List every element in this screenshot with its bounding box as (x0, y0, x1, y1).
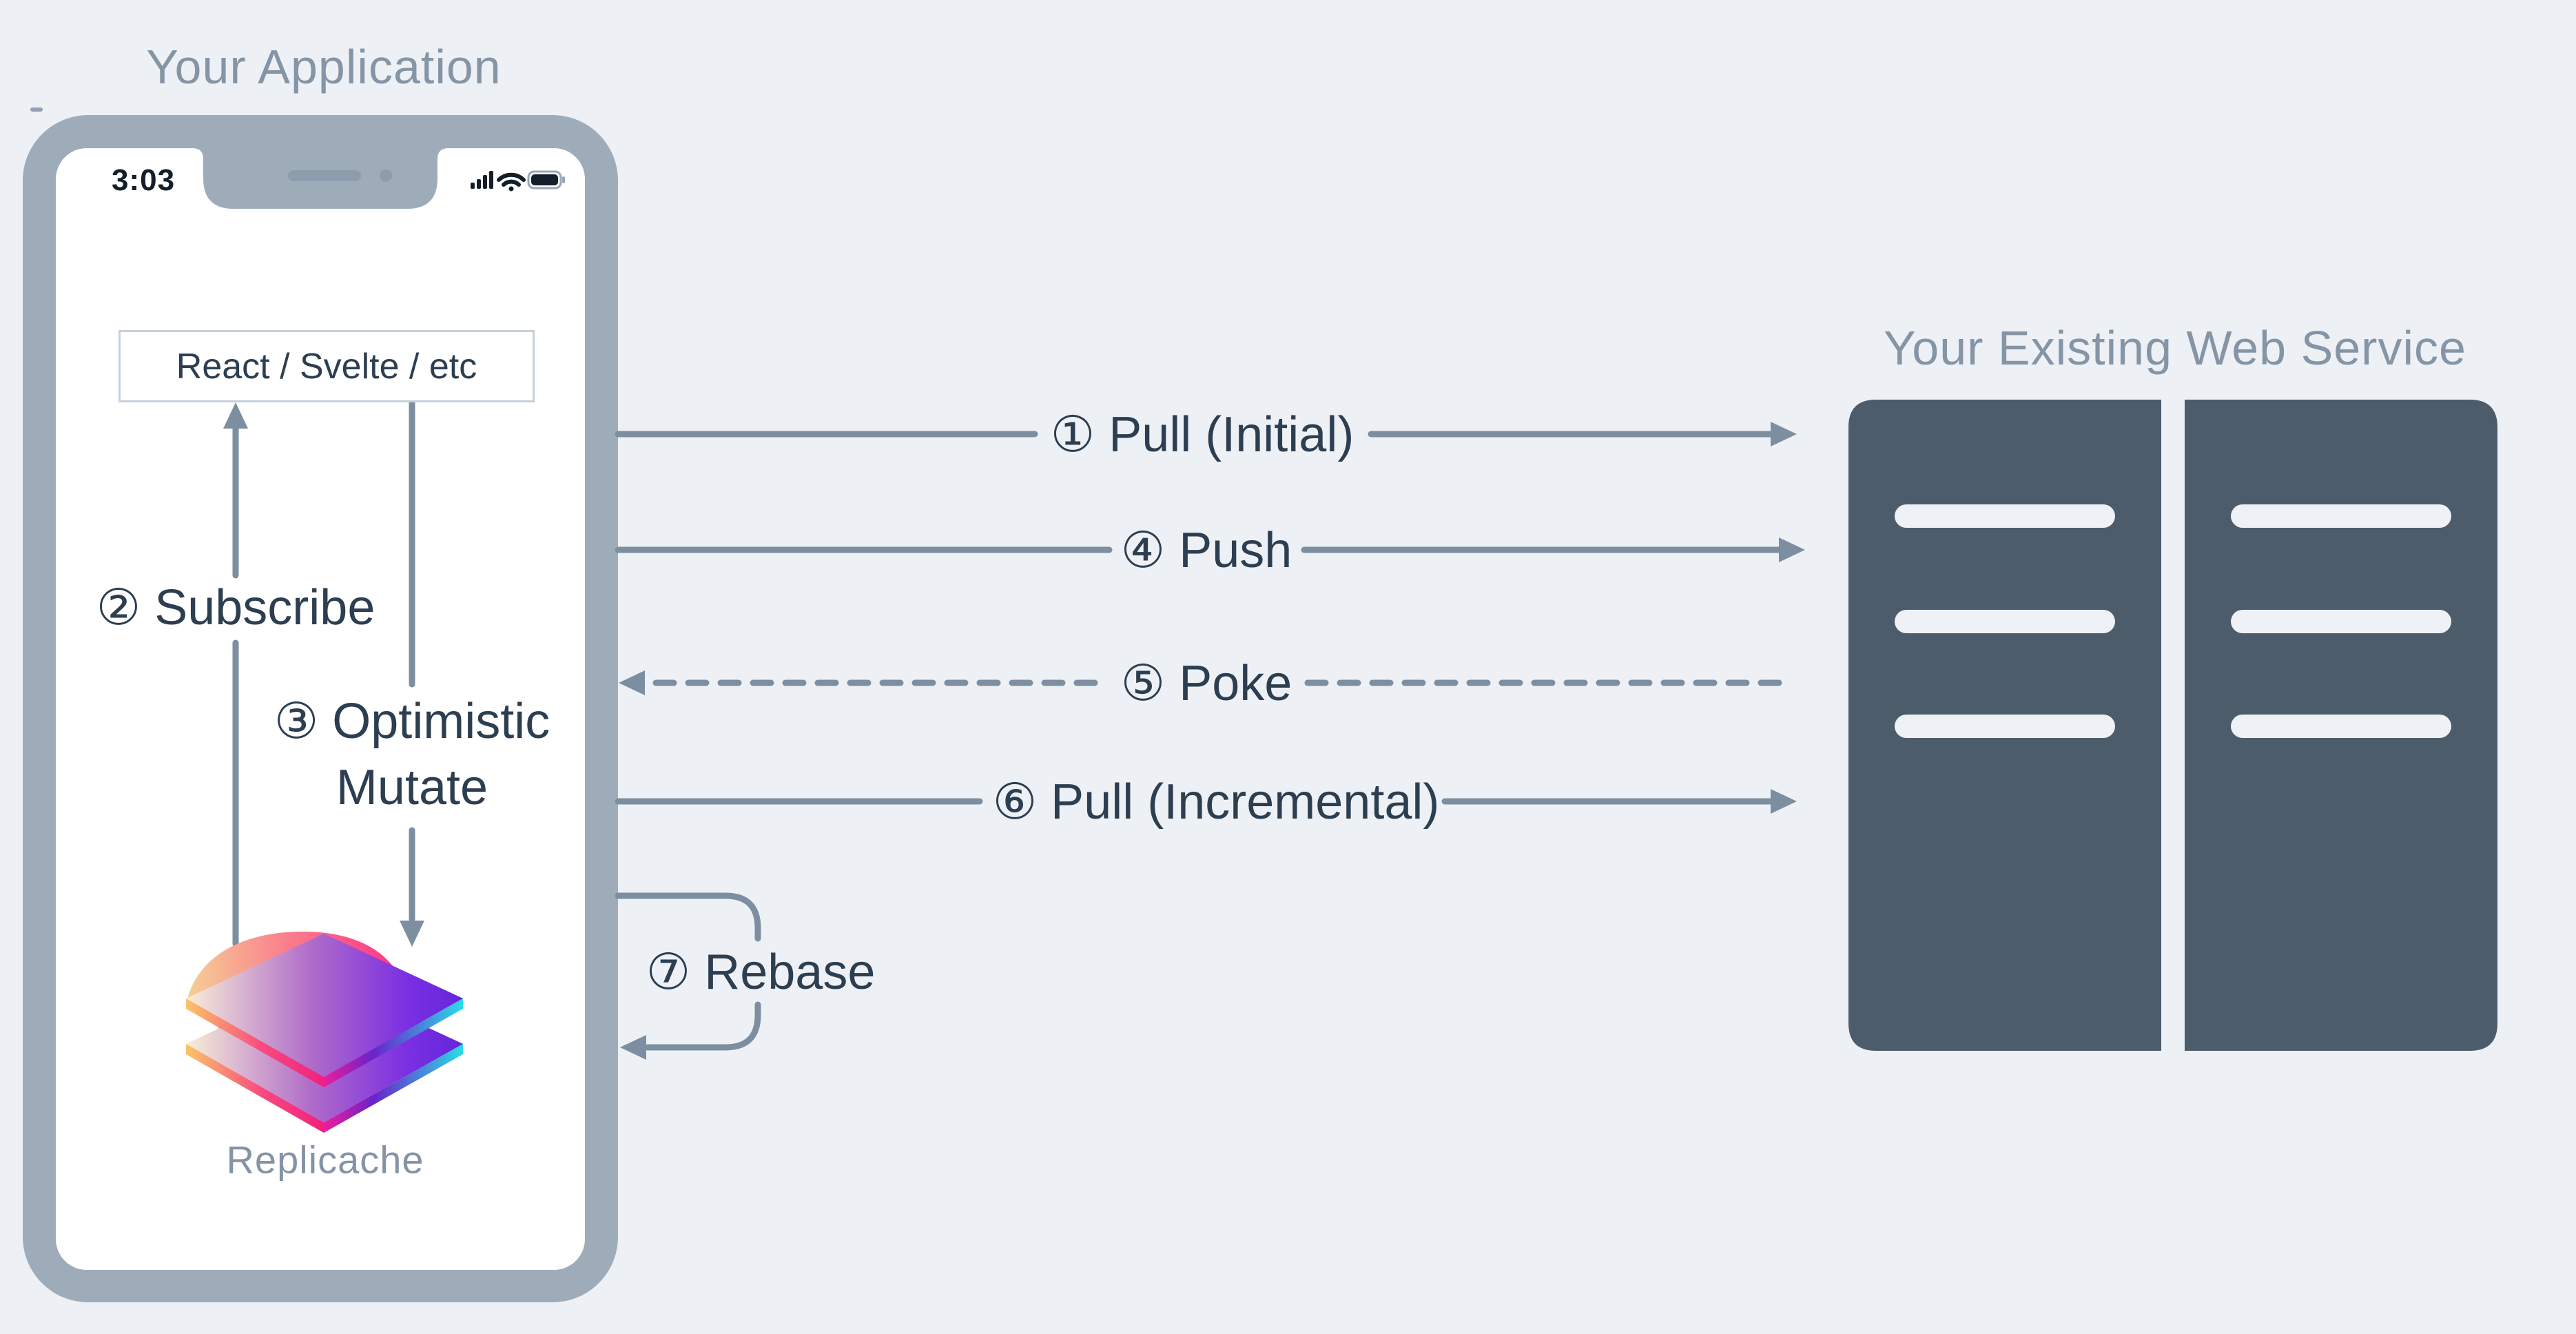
pull-initial-arrow (615, 422, 1797, 447)
notch-left-ear (192, 148, 203, 159)
flow-label-optimistic-mutate: ③ Optimistic Mutate (274, 688, 550, 821)
flow-label-pull-incremental: ⑥ Pull (Incremental) (992, 774, 1440, 830)
server-rack-icon (1848, 400, 2497, 1051)
pull-incremental-arrow (615, 789, 1797, 814)
flow-label-optimistic-line2: Mutate (336, 760, 488, 815)
wifi-icon (497, 172, 526, 192)
phone-mockup (23, 115, 618, 1302)
push-arrow (615, 537, 1805, 562)
framework-box-label: React / Svelte / etc (176, 346, 477, 387)
notch-right-ear (437, 148, 449, 159)
flow-label-rebase: ⑦ Rebase (646, 945, 876, 1000)
poke-arrow (619, 670, 1796, 695)
page-corner-dash (30, 107, 43, 112)
phone-status-time: 3:03 (112, 163, 176, 197)
phone-front-camera-icon (380, 170, 392, 182)
flow-label-push: ④ Push (1120, 523, 1292, 578)
rebase-loop-arrow (615, 892, 761, 1060)
client-section-title: Your Application (146, 40, 502, 94)
optimistic-mutate-arrow (400, 399, 424, 947)
cellular-signal-bars-icon (471, 171, 493, 189)
replicache-logo-icon (186, 932, 463, 1133)
flow-label-pull-initial: ① Pull (Initial) (1050, 407, 1354, 462)
framework-box: React / Svelte / etc (119, 330, 535, 402)
subscribe-arrow (223, 402, 248, 947)
flow-label-poke: ⑤ Poke (1120, 656, 1292, 711)
server-section-title: Your Existing Web Service (1884, 321, 2466, 375)
server-rack-slots (1895, 504, 2451, 738)
phone-speaker-slot-icon (288, 170, 361, 181)
flow-label-subscribe: ② Subscribe (96, 580, 375, 635)
battery-full-icon (527, 170, 565, 189)
flow-label-optimistic-line1: ③ Optimistic (274, 694, 550, 749)
replicache-logo-caption: Replicache (226, 1138, 424, 1182)
phone-screen (56, 148, 585, 1270)
